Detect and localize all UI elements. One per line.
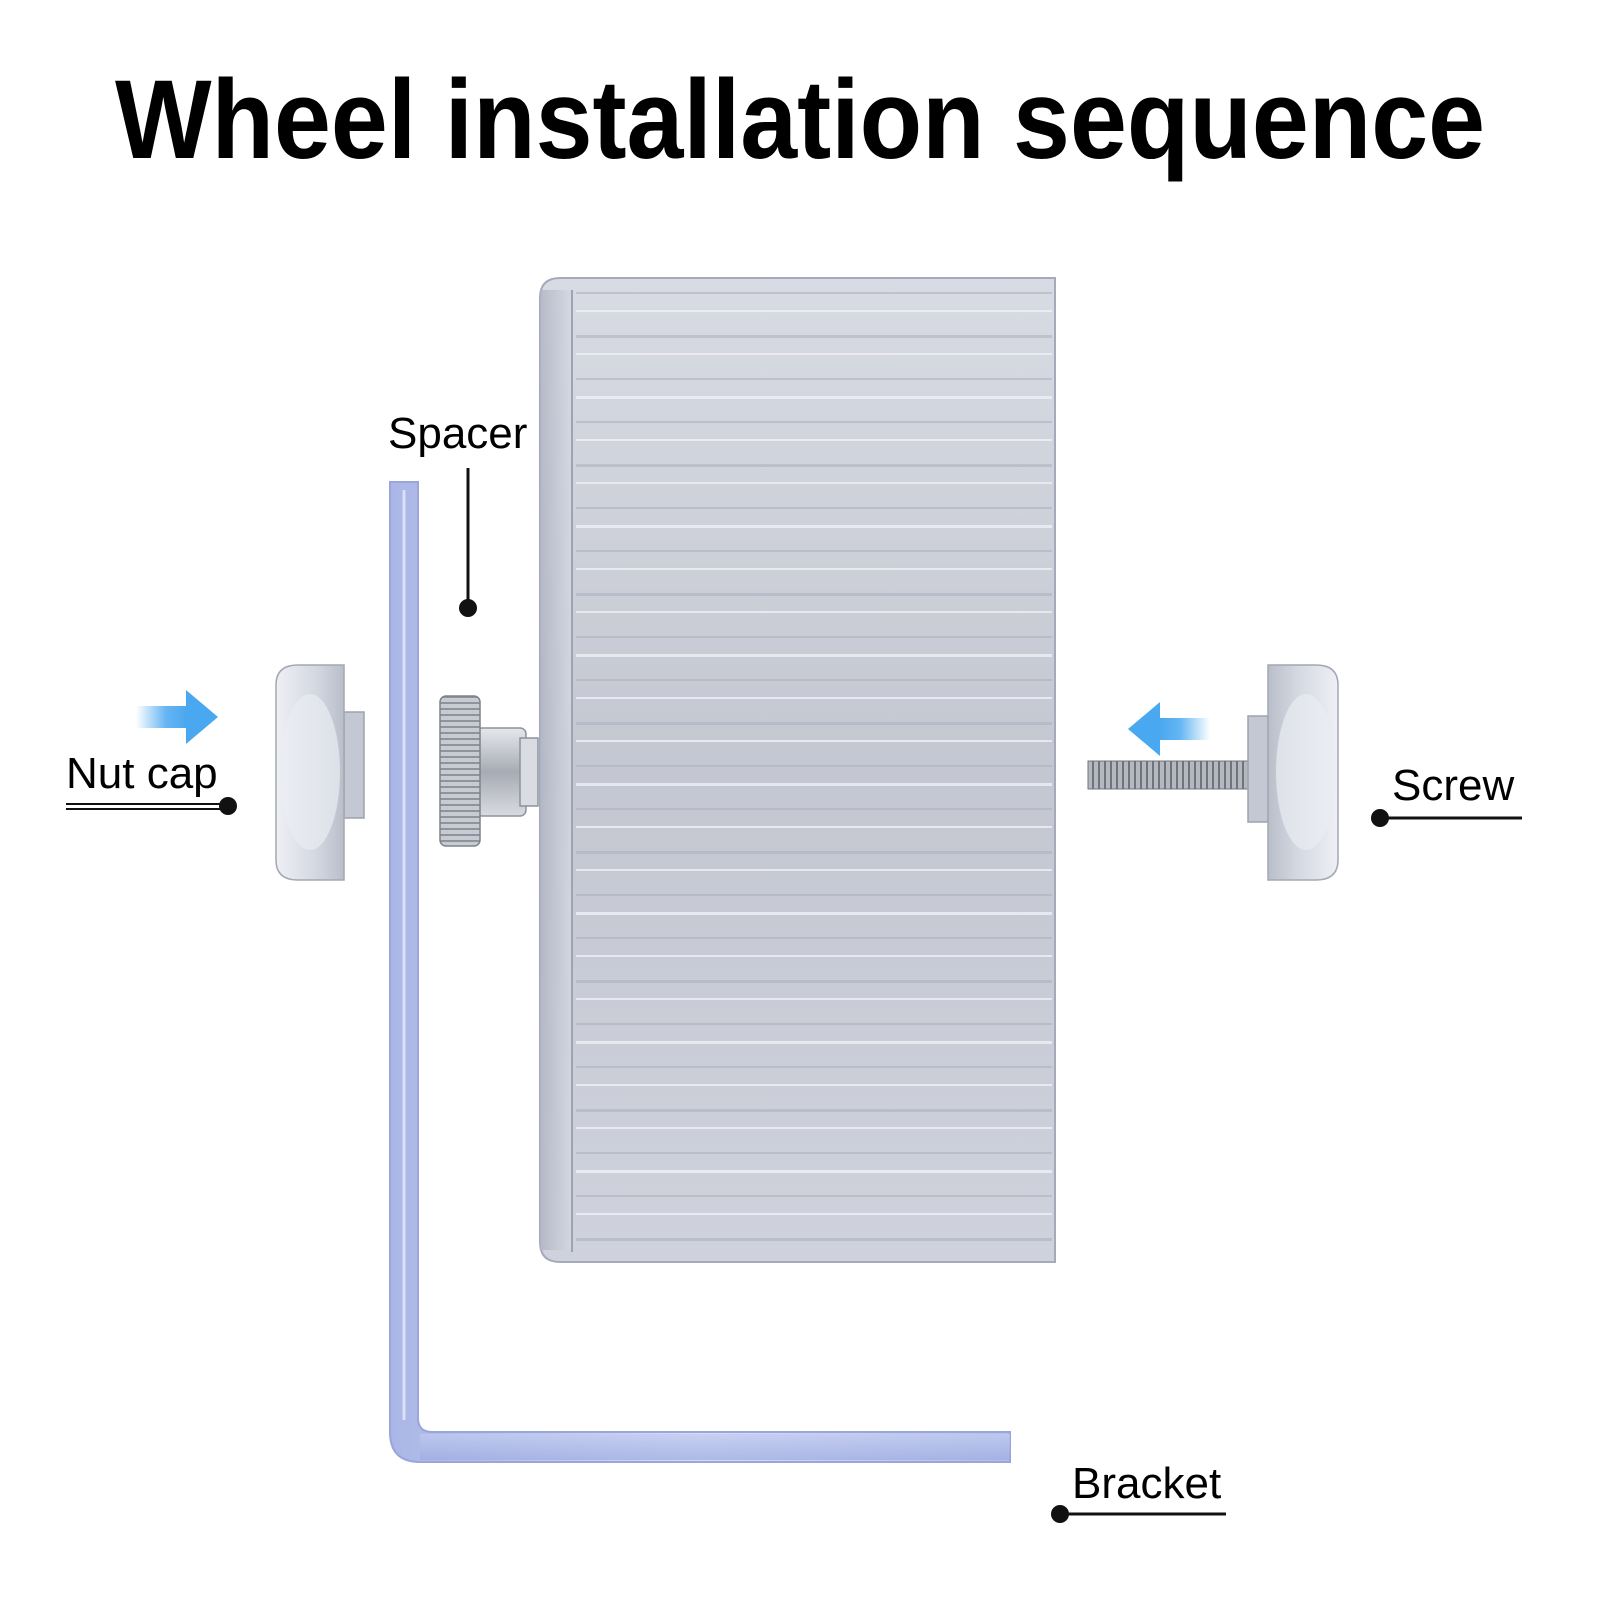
wheel-ridge — [576, 1023, 1052, 1025]
wheel-ridge — [576, 482, 1052, 484]
wheel-ridge — [576, 955, 1052, 957]
wheel-ridge — [576, 697, 1052, 699]
wheel-illustration — [540, 278, 1055, 1262]
wheel-ridge — [576, 292, 1052, 294]
wheel-ridge — [576, 826, 1052, 828]
wheel-ridge — [576, 740, 1052, 742]
wheel-ridge — [576, 525, 1052, 528]
wheel-ridge — [576, 611, 1052, 613]
wheel-ridge — [576, 636, 1052, 638]
wheel-ridge — [576, 679, 1052, 681]
wheel-ridge — [576, 593, 1052, 596]
spacer-leader — [459, 468, 477, 617]
nut-cap-label: Nut cap — [66, 749, 218, 798]
wheel-ridge — [576, 1195, 1052, 1197]
wheel-ridge — [576, 550, 1052, 552]
screw-leader — [1371, 809, 1522, 827]
spacer-label: Spacer — [388, 409, 527, 458]
wheel-ridge — [576, 722, 1052, 725]
wheel-ridge — [576, 869, 1052, 871]
wheel-ridge — [576, 998, 1052, 1000]
wheel-ridge — [576, 1152, 1052, 1154]
wheel-ridge — [576, 310, 1052, 312]
wheel-ridge — [576, 1170, 1052, 1173]
wheel-ridge — [576, 654, 1052, 657]
wheel-ridge — [576, 464, 1052, 467]
wheel-ridge — [576, 1041, 1052, 1044]
nut-cap-leader — [66, 797, 237, 815]
wheel-ridge — [576, 568, 1052, 570]
wheel-ridge — [576, 937, 1052, 939]
wheel-ridge — [576, 1238, 1052, 1241]
wheel-ridge — [576, 421, 1052, 423]
wheel-ridge — [576, 378, 1052, 380]
wheel-ridge — [576, 335, 1052, 338]
wheel-ridge — [576, 1109, 1052, 1112]
diagram-title: Wheel installation sequence — [115, 57, 1485, 182]
arrow-left-icon — [1128, 702, 1210, 756]
wheel-ridge — [576, 396, 1052, 399]
arrow-right-icon — [136, 690, 218, 744]
wheel-ridge — [576, 1084, 1052, 1086]
wheel-ridge — [576, 980, 1052, 983]
wheel-ridge — [576, 1213, 1052, 1215]
wheel-ridge — [576, 912, 1052, 915]
bracket-label: Bracket — [1072, 1459, 1221, 1508]
wheel-ridge — [576, 808, 1052, 810]
wheel-ridge — [576, 894, 1052, 896]
spacer-illustration — [440, 696, 538, 846]
wheel-ridge — [576, 851, 1052, 854]
wheel-ridge — [576, 439, 1052, 441]
wheel-ridge — [576, 353, 1052, 355]
wheel-ridge — [576, 1066, 1052, 1068]
wheel-ridge — [576, 1127, 1052, 1129]
nut-cap-illustration — [276, 665, 364, 880]
wheel-ridge — [576, 507, 1052, 509]
wheel-ridge — [576, 783, 1052, 786]
screw-illustration — [1088, 665, 1338, 880]
wheel-ridge — [576, 765, 1052, 767]
screw-label: Screw — [1392, 761, 1514, 810]
